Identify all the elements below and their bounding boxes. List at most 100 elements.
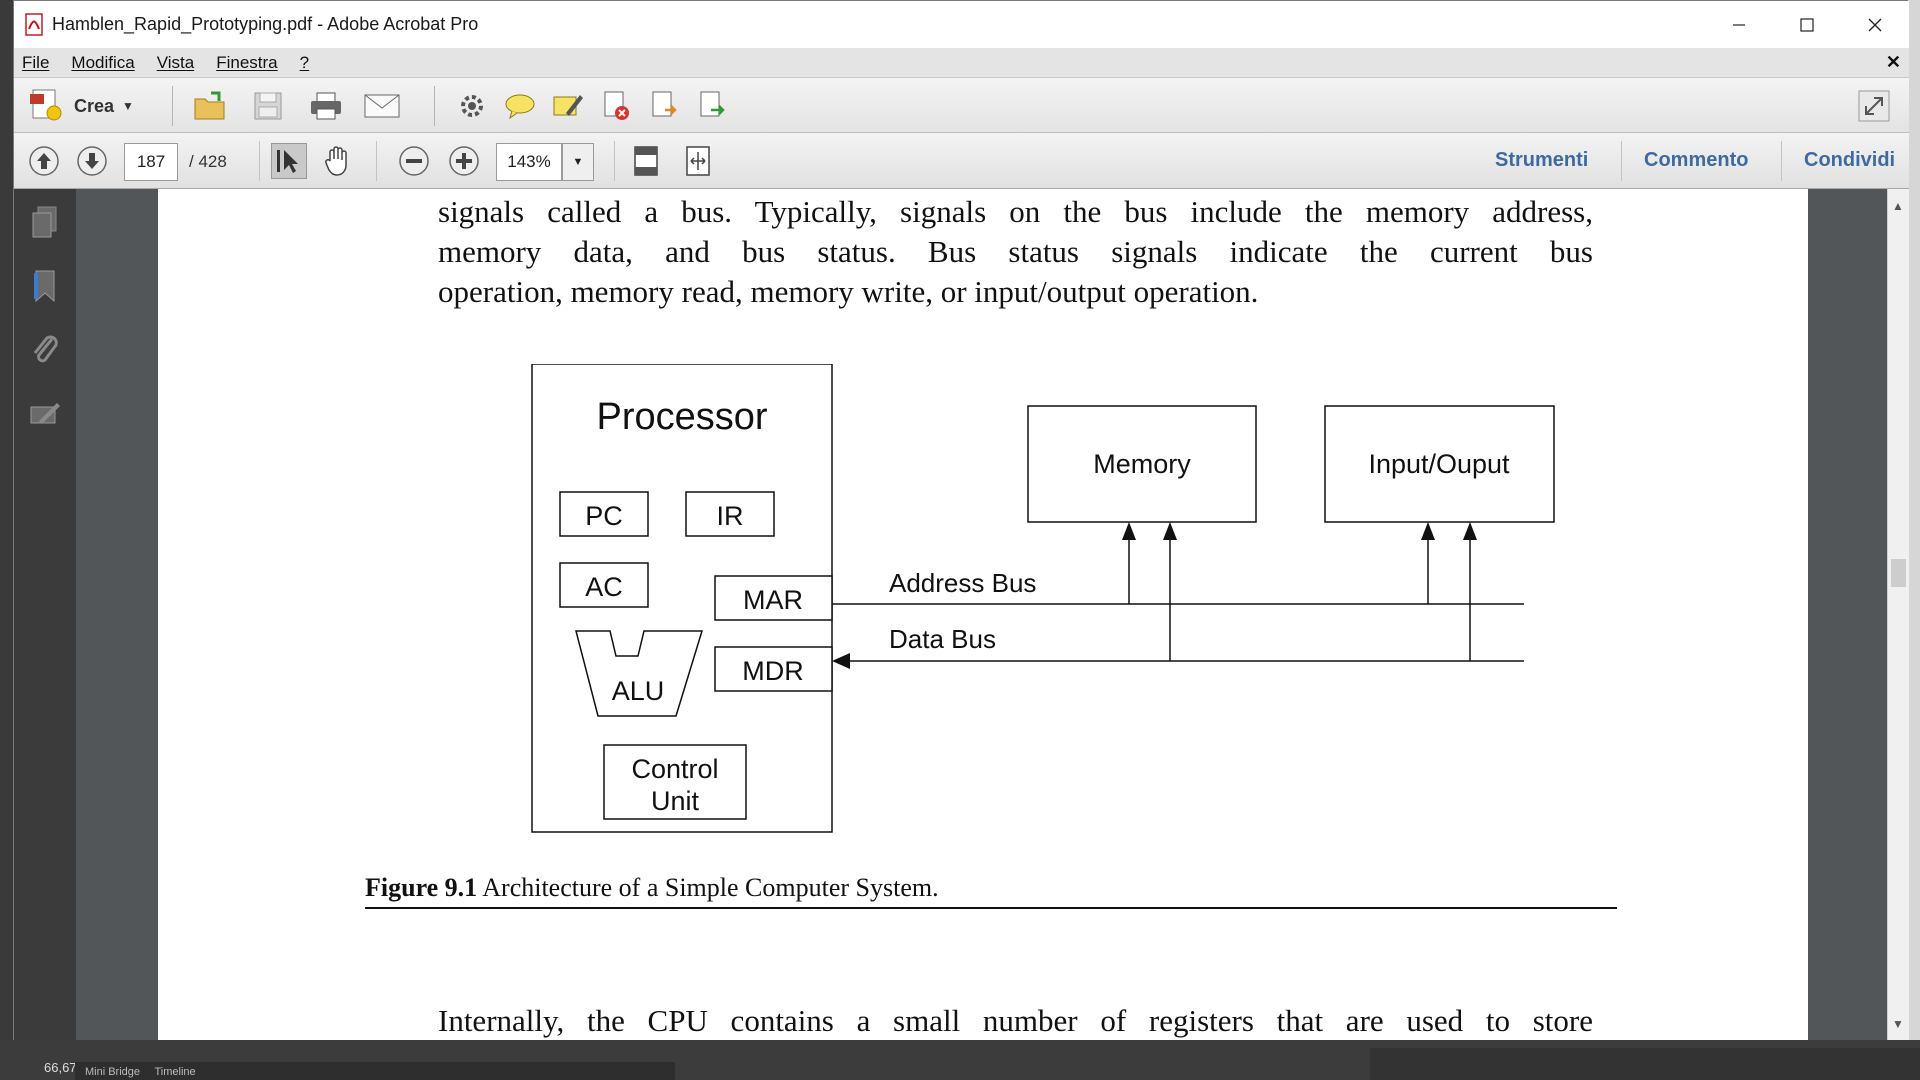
page-number-input[interactable]: 187	[124, 143, 178, 181]
total-pages: / 428	[189, 152, 227, 171]
paragraph-line: signals called a bus. Typically, signals…	[438, 194, 1593, 229]
email-icon[interactable]	[364, 88, 400, 124]
scrollbar-thumb[interactable]	[1891, 559, 1906, 587]
menu-finestra[interactable]: Finestra	[216, 52, 278, 72]
minimize-button[interactable]	[1704, 1, 1773, 48]
create-pdf-icon	[28, 86, 64, 127]
zoom-in-icon[interactable]	[446, 143, 482, 179]
menu-file[interactable]: File	[22, 52, 50, 72]
io-box	[1324, 405, 1555, 523]
acrobat-pdf-icon	[24, 12, 46, 37]
mdr-label: MDR	[742, 656, 804, 686]
window-title: Hamblen_Rapid_Prototyping.pdf - Adobe Ac…	[52, 14, 479, 34]
memory-label: Memory	[1093, 449, 1191, 479]
attachments-paperclip-icon[interactable]	[26, 331, 64, 369]
create-button[interactable]: Crea ▼	[28, 88, 134, 124]
hand-tool-icon[interactable]	[320, 143, 356, 179]
mar-register	[714, 575, 833, 621]
background-right-panel	[1370, 1048, 1920, 1080]
data-bus-label: Data Bus	[889, 624, 996, 654]
pc-label: PC	[585, 501, 623, 531]
create-label: Crea	[74, 95, 115, 116]
ac-register	[559, 562, 649, 608]
previous-page-icon[interactable]	[26, 143, 62, 179]
navigation-toolbar: 187 / 428 143% ▼	[14, 133, 1909, 189]
toolbar-divider	[434, 86, 435, 126]
next-page-icon[interactable]	[74, 143, 110, 179]
title-bar: Hamblen_Rapid_Prototyping.pdf - Adobe Ac…	[14, 1, 1909, 48]
share-panel-link[interactable]: Condividi	[1804, 149, 1896, 171]
memory-box	[1027, 405, 1257, 523]
select-cursor-icon[interactable]	[271, 143, 307, 179]
figure-caption: Figure 9.1 Architecture of a Simple Comp…	[365, 873, 939, 903]
paragraph-line: operation, memory read, memory write, or…	[438, 274, 1259, 309]
menu-vista[interactable]: Vista	[156, 52, 195, 72]
memory-address-arrowhead	[1122, 522, 1136, 540]
processor-label: Processor	[596, 396, 767, 438]
menu-help[interactable]: ?	[299, 52, 310, 72]
zoom-dropdown-chevron-icon[interactable]: ▼	[562, 143, 594, 181]
pdf-page: signals called a bus. Typically, signals…	[158, 189, 1808, 1041]
print-icon[interactable]	[308, 88, 344, 124]
page-thumbnails-icon[interactable]	[26, 203, 64, 241]
data-bus-arrowhead	[832, 653, 850, 669]
zoom-level-input[interactable]: 143%	[496, 143, 562, 181]
fit-width-icon[interactable]	[680, 143, 716, 179]
toolbar-divider	[1781, 141, 1782, 181]
tools-panel-link[interactable]: Strumenti	[1495, 149, 1589, 171]
mar-label: MAR	[743, 585, 803, 615]
paragraph-line: memory data, and bus status. Bus status …	[438, 234, 1593, 269]
highlight-pen-icon[interactable]	[550, 88, 586, 124]
fit-page-icon[interactable]	[628, 143, 664, 179]
figure-caption-label: Figure 9.1	[365, 873, 478, 902]
fullscreen-expand-icon[interactable]	[1856, 88, 1892, 124]
ir-label: IR	[717, 501, 744, 531]
paragraph-line: Internally, the CPU contains a small num…	[438, 1003, 1593, 1038]
memory-data-arrowhead	[1163, 522, 1177, 540]
scroll-down-arrow-icon[interactable]: ▼	[1892, 1017, 1904, 1031]
open-folder-icon[interactable]	[192, 88, 228, 124]
alu-label: ALU	[612, 676, 665, 706]
close-button[interactable]	[1840, 1, 1909, 48]
chevron-down-icon: ▼	[122, 99, 134, 113]
acrobat-window: Hamblen_Rapid_Prototyping.pdf - Adobe Ac…	[13, 0, 1909, 1041]
menu-bar: File Modifica Vista Finestra ? ✕	[14, 48, 1909, 78]
background-app-strip-right	[1908, 0, 1920, 1080]
bookmarks-icon[interactable]	[26, 267, 64, 305]
comment-panel-link[interactable]: Commento	[1644, 149, 1749, 171]
toolbar-divider	[172, 86, 173, 126]
document-viewport[interactable]: signals called a bus. Typically, signals…	[76, 189, 1887, 1041]
toolbar-divider	[614, 141, 615, 181]
vertical-scrollbar[interactable]: ▲ ▼	[1887, 189, 1909, 1041]
save-icon[interactable]	[250, 88, 286, 124]
control-unit-label-line1: Control	[631, 754, 718, 784]
maximize-button[interactable]	[1772, 1, 1841, 48]
background-app-strip	[0, 0, 13, 1080]
io-label: Input/Ouput	[1368, 449, 1510, 479]
delete-page-icon[interactable]	[598, 88, 634, 124]
ac-label: AC	[585, 572, 623, 602]
main-toolbar: Crea ▼	[14, 78, 1909, 133]
menu-modifica[interactable]: Modifica	[71, 52, 135, 72]
toolbar-divider	[376, 141, 377, 181]
export-page-icon[interactable]	[646, 88, 682, 124]
alu-shape-outline	[575, 630, 704, 717]
background-panel-tabs: Mini Bridge Timeline	[75, 1062, 675, 1080]
background-app-bottom: 66,67 Mini Bridge Timeline	[0, 1040, 1920, 1080]
zoom-out-icon[interactable]	[396, 143, 432, 179]
signatures-icon[interactable]	[26, 395, 64, 433]
pc-register	[559, 491, 649, 537]
toolbar-divider	[259, 141, 260, 181]
mini-bridge-tab[interactable]: Mini Bridge	[85, 1066, 141, 1078]
caption-rule	[365, 907, 1617, 909]
settings-gear-icon[interactable]	[454, 88, 490, 124]
control-unit-box	[603, 744, 747, 820]
timeline-tab[interactable]: Timeline	[154, 1066, 196, 1078]
io-data-arrowhead	[1463, 522, 1477, 540]
comment-bubble-icon[interactable]	[502, 88, 538, 124]
insert-page-icon[interactable]	[694, 88, 730, 124]
scroll-up-arrow-icon[interactable]: ▲	[1892, 199, 1904, 213]
figure-caption-text: Architecture of a Simple Computer System…	[477, 873, 939, 902]
close-document-icon[interactable]: ✕	[1885, 52, 1901, 72]
